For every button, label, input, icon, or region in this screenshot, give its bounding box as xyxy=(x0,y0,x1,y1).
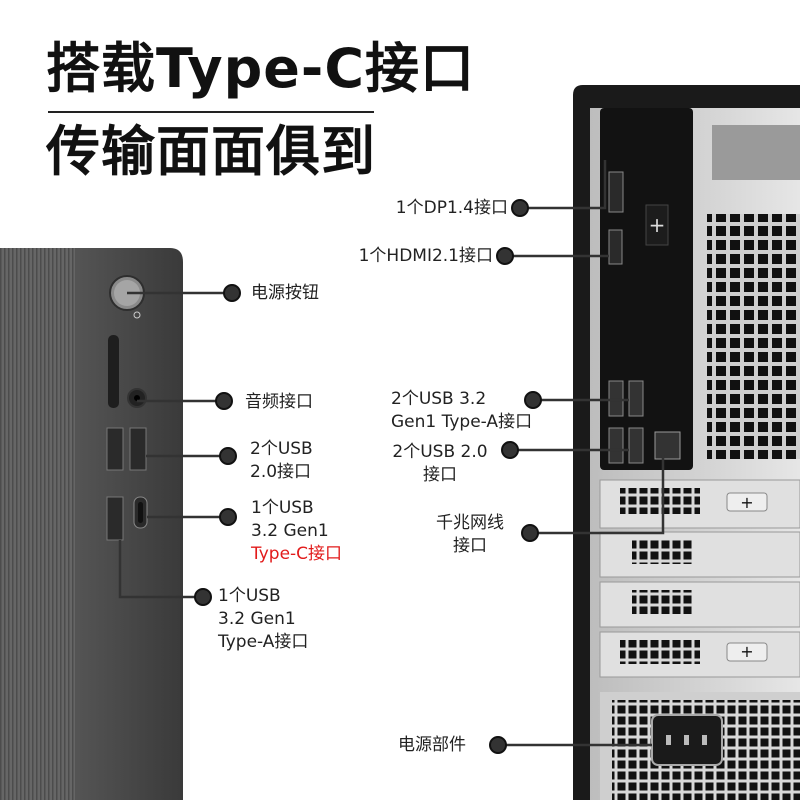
card-reader-slot xyxy=(108,335,119,408)
marker-dot-icon xyxy=(223,284,241,302)
marker-dot-icon xyxy=(215,392,233,410)
displayport-icon xyxy=(608,171,624,213)
label-line-highlight: Type-C接口 xyxy=(251,544,343,564)
svg-text:+: + xyxy=(740,642,753,661)
label-hdmi: 1个HDMI2.1接口 xyxy=(358,246,493,266)
headline-divider xyxy=(48,111,374,113)
marker-dot-icon xyxy=(219,447,237,465)
callout-lines xyxy=(118,160,665,747)
label-line: 接口 xyxy=(453,536,487,556)
headline-line2: 传输面面俱到 xyxy=(46,120,376,183)
marker-dot-icon xyxy=(496,247,514,265)
rear-chassis: + + + xyxy=(573,85,800,800)
marker-dot-icon xyxy=(521,524,539,542)
marker-dot-icon xyxy=(524,391,542,409)
label-line: 2.0接口 xyxy=(250,462,312,482)
label-line: 2个USB 2.0 xyxy=(392,442,488,462)
ethernet-port-icon xyxy=(654,431,681,460)
label-line: Gen1 Type-A接口 xyxy=(391,412,533,432)
label-front-usb20: 2个USB 2.0接口 xyxy=(250,438,313,484)
label-line: Type-A接口 xyxy=(218,632,309,652)
svg-text:+: + xyxy=(740,493,753,512)
label-line: 千兆网线 xyxy=(436,513,504,533)
label-line: 接口 xyxy=(423,465,457,485)
label-rear-usb20: 2个USB 2.0 接口 xyxy=(380,441,500,487)
label-line: 1个USB xyxy=(251,498,314,518)
label-rear-usb32: 2个USB 3.2 Gen1 Type-A接口 xyxy=(391,388,532,434)
label-line: 2个USB xyxy=(250,439,313,459)
headline-line1: 搭载Type-C接口 xyxy=(46,37,475,100)
marker-dot-icon xyxy=(194,588,212,606)
expansion-slots: + + xyxy=(599,479,800,678)
marker-dot-icon xyxy=(489,736,507,754)
hdmi-icon xyxy=(608,229,623,265)
label-line: 3.2 Gen1 xyxy=(218,609,296,629)
marker-dot-icon xyxy=(219,508,237,526)
svg-text:+: + xyxy=(649,213,666,237)
label-line: 2个USB 3.2 xyxy=(391,389,487,409)
label-audio: 音频接口 xyxy=(245,392,313,412)
label-line: 3.2 Gen1 xyxy=(251,521,329,541)
marker-dot-icon xyxy=(511,199,529,217)
label-front-usb-c: 1个USB 3.2 Gen1 Type-C接口 xyxy=(251,497,342,566)
label-dp: 1个DP1.4接口 xyxy=(395,198,508,218)
label-psu: 电源部件 xyxy=(398,735,466,755)
label-lan: 千兆网线 接口 xyxy=(420,512,520,558)
label-power-button: 电源按钮 xyxy=(251,283,319,303)
label-line: 1个USB xyxy=(218,586,281,606)
label-front-usb-a: 1个USB 3.2 Gen1 Type-A接口 xyxy=(218,585,308,654)
marker-dot-icon xyxy=(501,441,519,459)
